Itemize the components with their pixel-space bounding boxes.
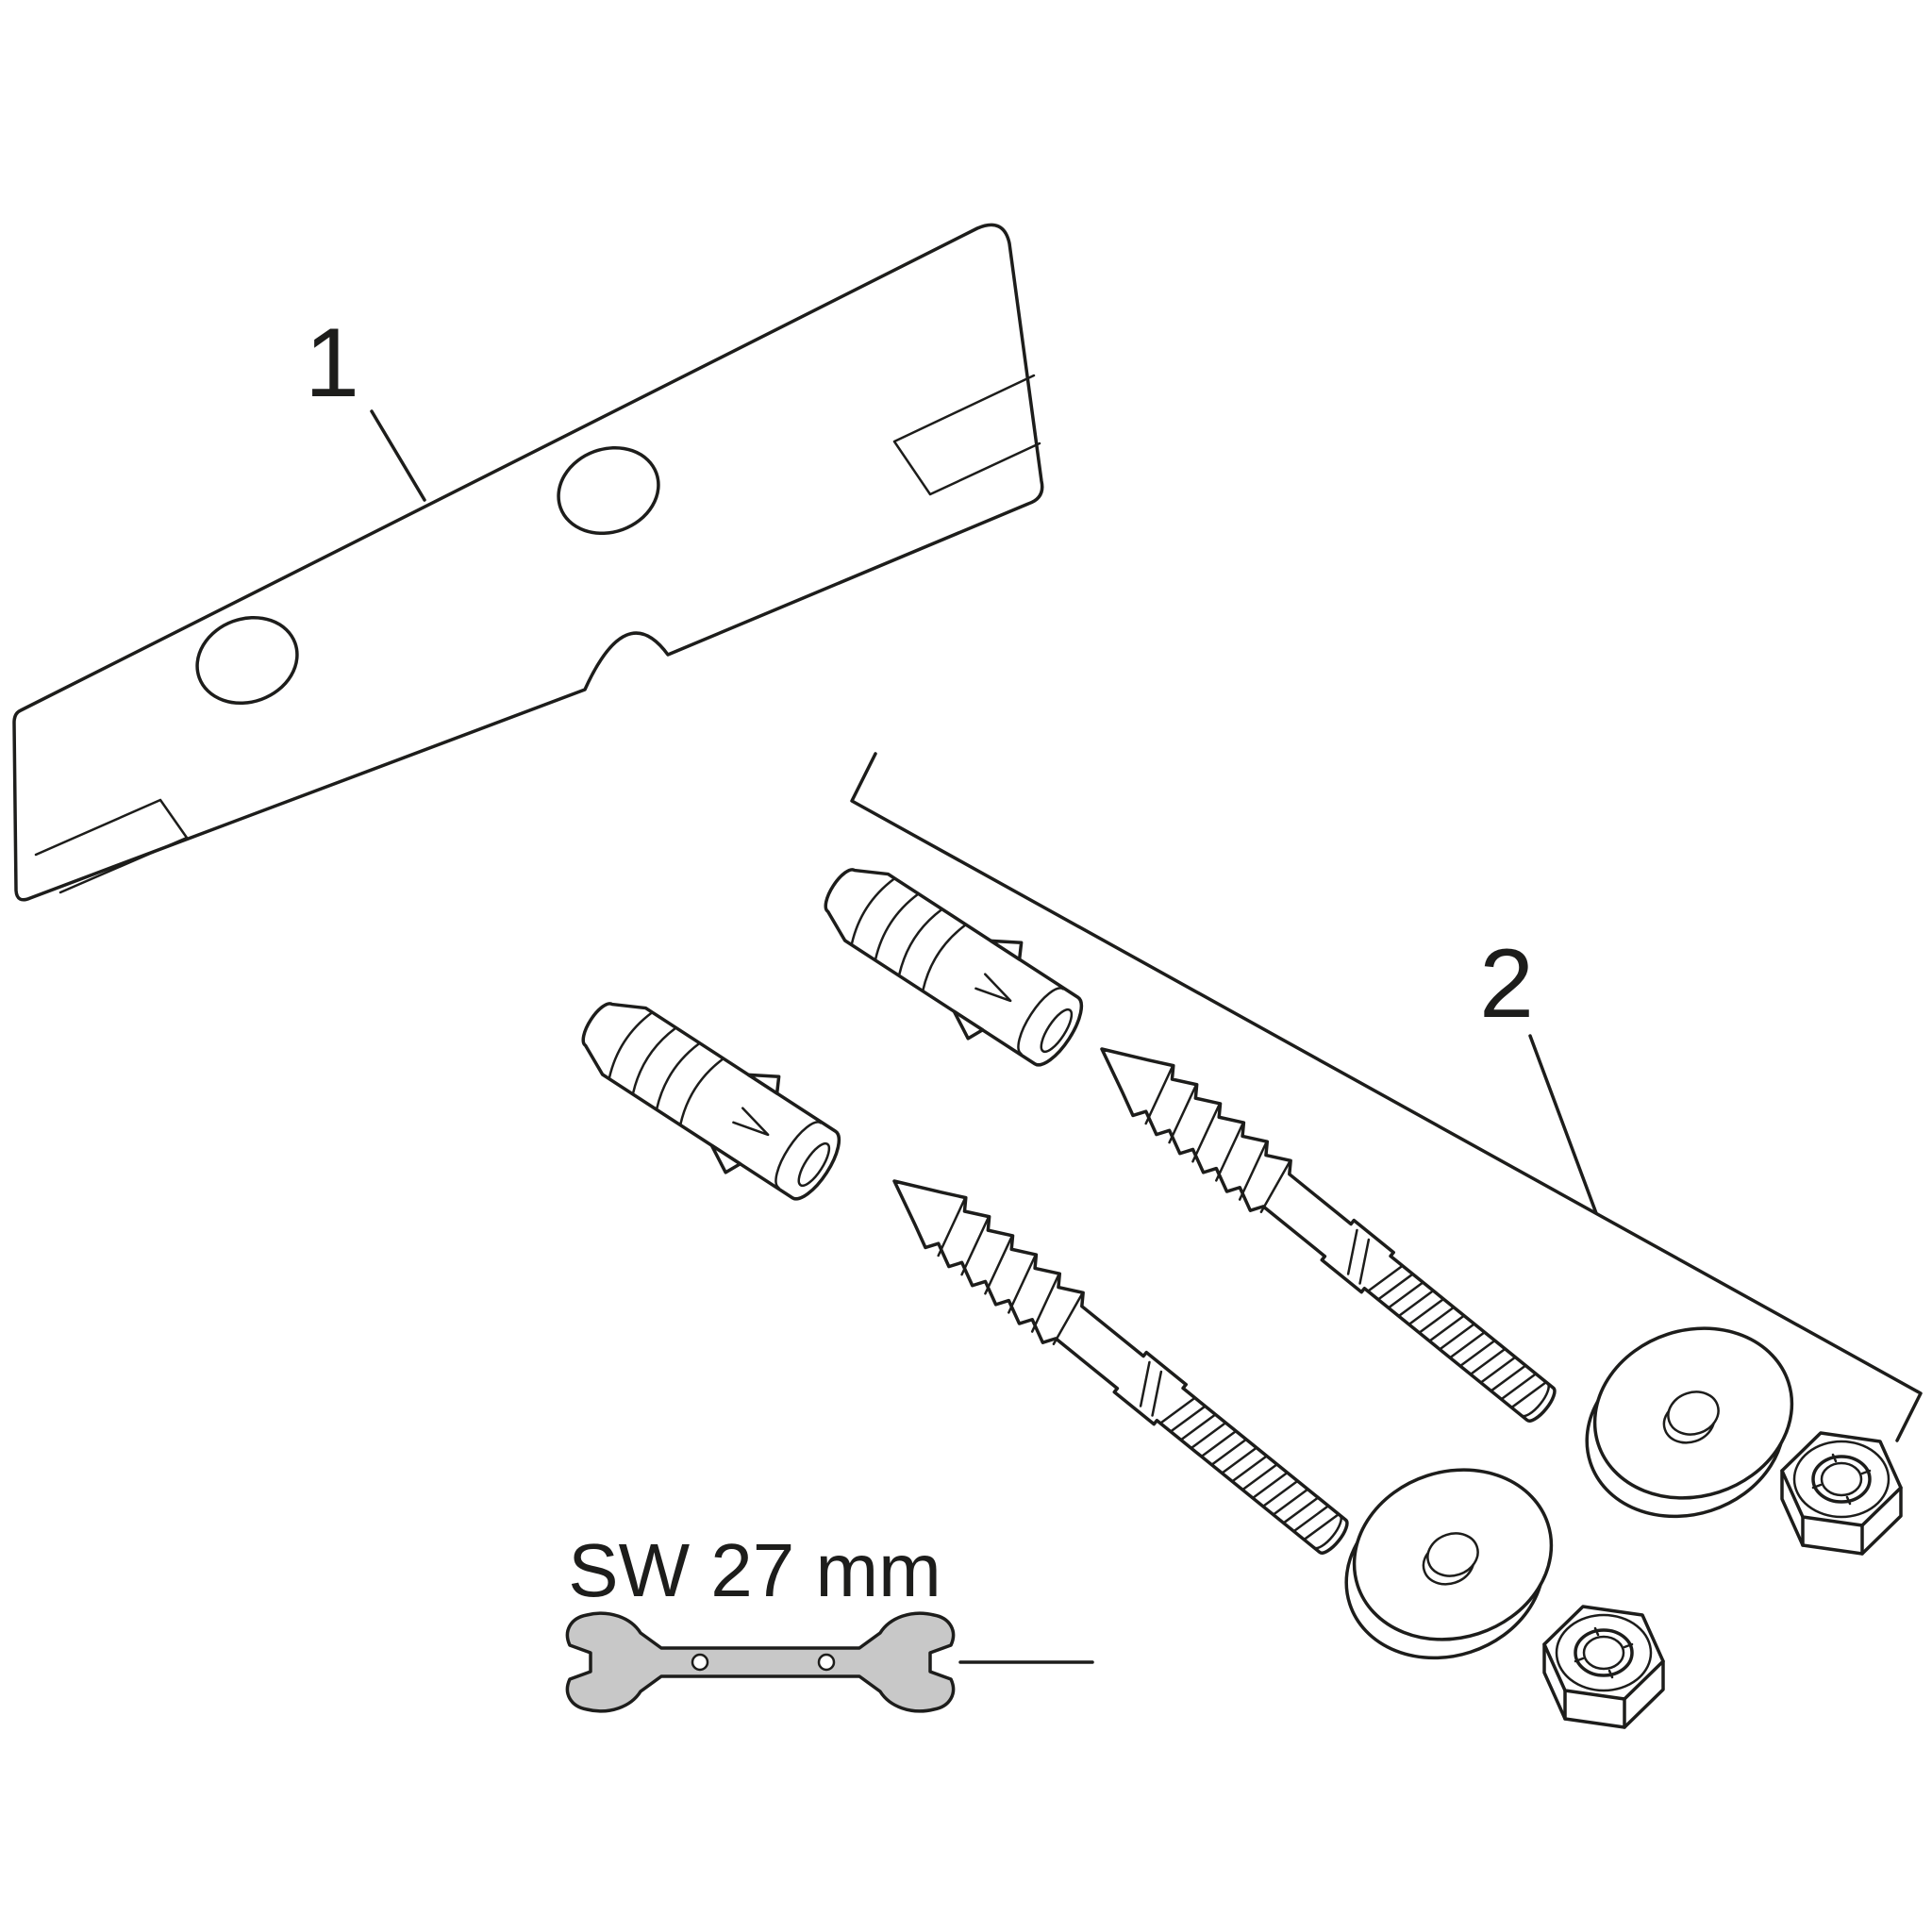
wrench-shaft-hole-left [691,1653,709,1672]
plate-screw-hole [195,615,299,706]
wall-anchor-lower [558,972,858,1221]
plate-outline [12,223,1044,902]
plate-screw-hole [557,445,660,536]
callout-1: 1 [305,308,426,502]
mounting-plate [12,223,1044,902]
open-end-wrench-icon [565,1611,956,1713]
callout-1-label: 1 [305,308,359,418]
callout-2-label: 2 [1479,929,1534,1039]
callout-1-leader [370,409,426,502]
plate-fold-lines-right [892,374,1041,496]
callout-2: 2 [850,752,1923,1442]
hex-nut-upper [1780,1431,1903,1556]
plate-fold-lines-left [34,798,189,894]
washer-lower [1317,1442,1580,1685]
callout-2-bracket-line [850,752,1923,1442]
wrench-hint: SW 27 mm [565,1528,1094,1713]
wrench-size-label: SW 27 mm [568,1528,941,1612]
wrench-shaft-hole-right [817,1653,836,1672]
washer-upper [1557,1301,1821,1543]
hex-nut-lower [1542,1605,1665,1729]
callout-2-leader [1528,1034,1598,1215]
wall-anchor-upper [801,838,1101,1087]
